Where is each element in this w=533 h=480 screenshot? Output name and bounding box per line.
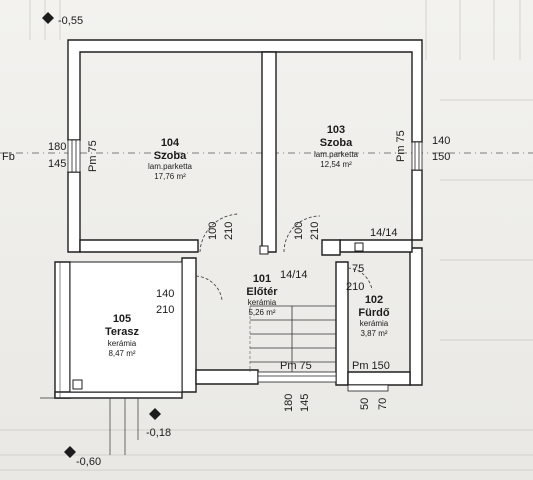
stair-14-14-b: 14/14 bbox=[280, 269, 308, 281]
label-fb: Fb bbox=[2, 151, 15, 163]
room-102-name: Fürdő bbox=[358, 307, 389, 319]
room-104-area: 17,76 m² bbox=[154, 172, 186, 181]
pm75-right: Pm 75 bbox=[395, 130, 407, 162]
room-102-floor: kerámia bbox=[360, 319, 389, 328]
door-210-b: 210 bbox=[309, 222, 321, 240]
dim-140-mid: 140 bbox=[156, 288, 174, 300]
room-102-area: 3,87 m² bbox=[360, 329, 387, 338]
columns bbox=[72, 242, 364, 390]
room-105-number: 105 bbox=[113, 313, 131, 325]
walls bbox=[54, 39, 423, 399]
dim-180-bottom: 180 bbox=[283, 394, 295, 412]
pm75-bottom: Pm 75 bbox=[280, 360, 312, 372]
room-101-name: Előtér bbox=[246, 286, 278, 298]
dim-150-right: 150 bbox=[432, 151, 450, 163]
door-100-b: 100 bbox=[293, 222, 305, 240]
dim-210-mid: 210 bbox=[156, 304, 174, 316]
pm75-left: Pm 75 bbox=[87, 140, 99, 172]
room-104-floor: lam.parketta bbox=[148, 162, 193, 171]
dim-145: 145 bbox=[48, 158, 66, 170]
room-104-number: 104 bbox=[161, 137, 180, 149]
room-103-area: 12,54 m² bbox=[320, 160, 352, 169]
level-terrace: -0,18 bbox=[146, 427, 171, 439]
terrace-floor bbox=[69, 261, 183, 393]
level-top: -0,55 bbox=[58, 15, 83, 27]
door-swings bbox=[195, 213, 373, 301]
room-101-floor: kerámia bbox=[248, 298, 277, 307]
dim-75-bath: 75 bbox=[352, 263, 364, 275]
room-101-area: 5,26 m² bbox=[248, 308, 275, 317]
dim-50-bottom: 50 bbox=[359, 398, 371, 410]
dim-70-bottom: 70 bbox=[377, 398, 389, 410]
room-103-number: 103 bbox=[327, 124, 345, 136]
windows bbox=[67, 139, 423, 392]
level-markers bbox=[42, 12, 161, 458]
stairs bbox=[250, 305, 336, 372]
room-103-name: Szoba bbox=[320, 137, 353, 149]
dim-210-bath: 210 bbox=[346, 281, 364, 293]
pm150-bottom: Pm 150 bbox=[352, 360, 390, 372]
room-104-name: Szoba bbox=[154, 150, 187, 162]
room-105-name: Terasz bbox=[105, 326, 140, 338]
dim-180: 180 bbox=[48, 141, 66, 153]
level-bottom: -0,60 bbox=[76, 456, 101, 468]
room-103-floor: lam.parketta bbox=[314, 150, 359, 159]
room-102-number: 102 bbox=[365, 294, 383, 306]
door-100-a: 100 bbox=[207, 222, 219, 240]
door-210-a: 210 bbox=[223, 222, 235, 240]
dim-140-right: 140 bbox=[432, 135, 450, 147]
room-101-number: 101 bbox=[253, 273, 271, 285]
room-105-area: 8,47 m² bbox=[108, 349, 135, 358]
stair-14-14-a: 14/14 bbox=[370, 227, 398, 239]
dim-145-bottom: 145 bbox=[299, 394, 311, 412]
room-105-floor: kerámia bbox=[108, 339, 137, 348]
